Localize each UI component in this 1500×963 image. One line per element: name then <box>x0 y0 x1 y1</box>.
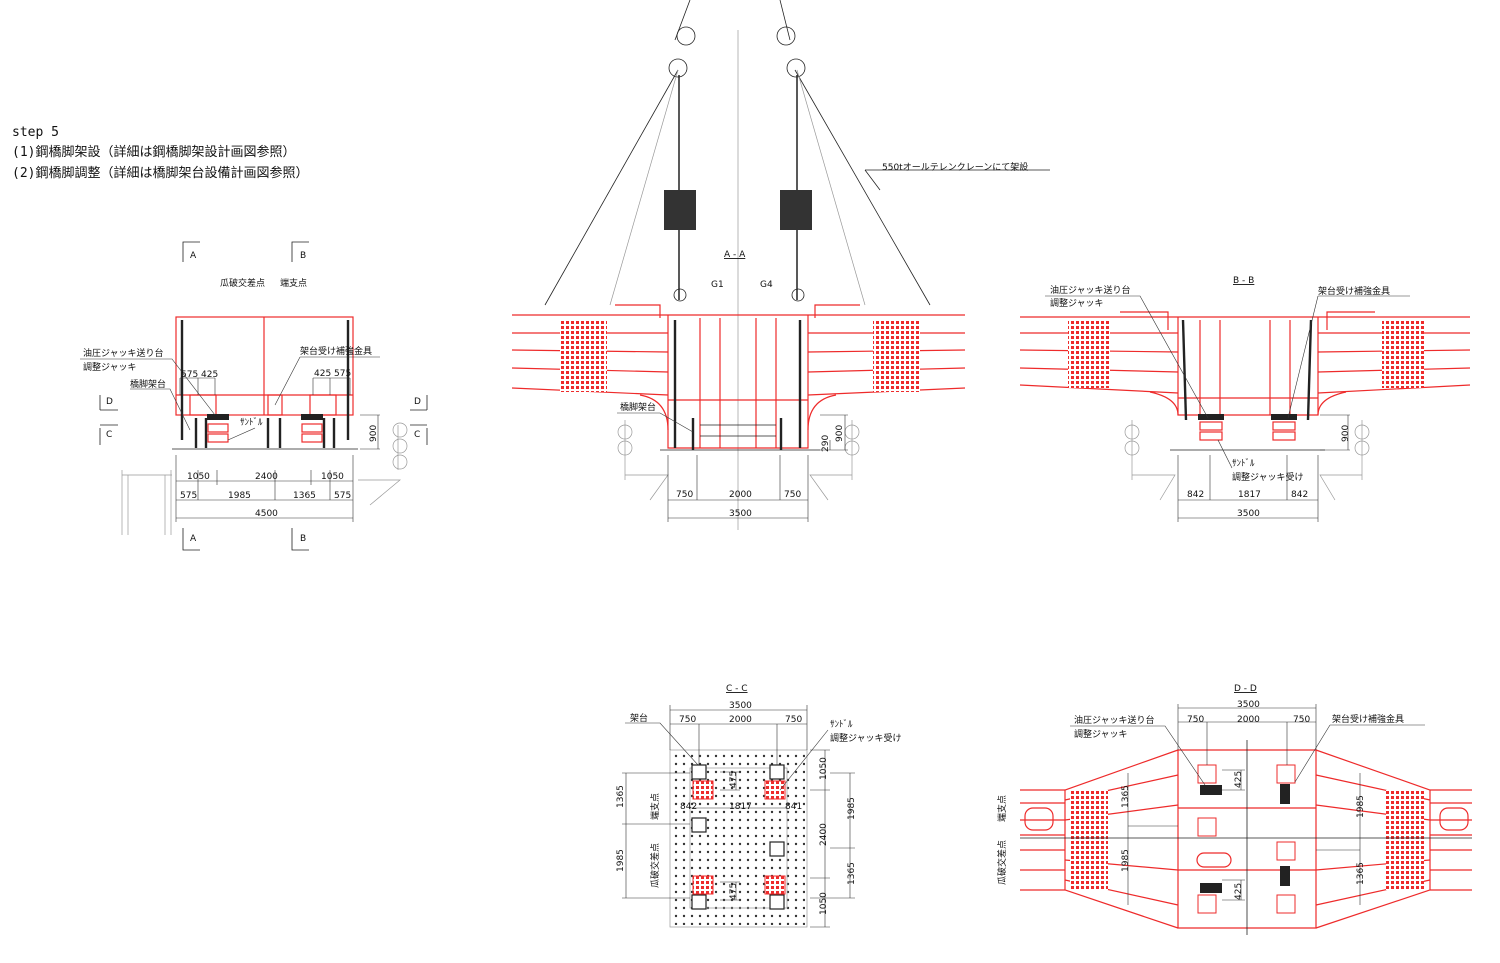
dim-2400: 2400 <box>255 472 278 482</box>
dim-842-left: 842 <box>1187 490 1204 500</box>
dim-750-left: 750 <box>679 715 696 725</box>
dim-3500: 3500 <box>1237 700 1260 710</box>
section-marker-b: B <box>300 251 306 261</box>
step-item-2: (2)鋼橋脚調整（詳細は橋脚架台設備計画図参照） <box>12 165 308 181</box>
dim-425-bottom: 425 <box>1234 883 1244 900</box>
dim-842-right: 842 <box>1291 490 1308 500</box>
dim-2400: 2400 <box>819 823 829 846</box>
crane-note: 550tオールテレンクレーンにて架設 <box>882 161 1028 173</box>
dim-1985-left: 1985 <box>1121 849 1131 872</box>
section-marker-d-right: D <box>414 397 421 407</box>
section-dd-title: D - D <box>1234 684 1257 694</box>
dim-1817: 1817 <box>1238 490 1261 500</box>
reinforce-label: 架台受け補強金具 <box>1332 713 1404 725</box>
section-marker-b-bottom: B <box>300 534 306 544</box>
dim-3500: 3500 <box>729 509 752 519</box>
tanshiten-label: 端支点 <box>996 795 1008 822</box>
dim-575-left: 575 <box>181 370 198 380</box>
adjust-jack-label: 調整ジャッキ <box>1050 297 1104 309</box>
dim-3500: 3500 <box>1237 509 1260 519</box>
jack-feed-label: 油圧ジャッキ送り台 <box>83 347 164 359</box>
dim-900: 900 <box>369 425 379 442</box>
section-c-c: C - C 架台 ｻﾝﾄﾞﾙ 調整ジャッキ受け 3500 750 2000 75… <box>616 684 902 928</box>
jack-feed-label: 油圧ジャッキ送り台 <box>1050 284 1131 296</box>
jack-receiver-label: 調整ジャッキ受け <box>830 732 902 744</box>
pier-stand-label: 橋脚架台 <box>620 401 656 413</box>
dim-2000: 2000 <box>1237 715 1260 725</box>
dim-2000: 2000 <box>729 490 752 500</box>
dim-425-right: 425 <box>314 369 331 379</box>
section-bb-title: B - B <box>1233 276 1254 286</box>
dim-1817: 1817 <box>729 802 752 812</box>
dim-425-top: 425 <box>1234 771 1244 788</box>
step-label: step 5 <box>12 125 59 140</box>
dim-425-left: 425 <box>201 370 218 380</box>
dim-750-right: 750 <box>1293 715 1310 725</box>
dim-575-a: 575 <box>180 491 197 501</box>
plan-view: A B A B D D C C 瓜破交差点 端支点 油圧ジャッキ送り台 調整ジャ… <box>80 241 428 551</box>
dim-750-right: 750 <box>785 715 802 725</box>
jack-receiver-label: 調整ジャッキ受け <box>1232 471 1304 483</box>
dim-1050-bottom: 1050 <box>819 892 829 915</box>
dim-750-left: 750 <box>1187 715 1204 725</box>
step-item-1: (1)鋼橋脚架設（詳細は鋼橋脚架設計画図参照） <box>12 144 295 160</box>
dim-4500: 4500 <box>255 509 278 519</box>
dim-290: 290 <box>821 435 831 452</box>
stand-label: 架台 <box>630 712 648 724</box>
dim-475-top: 475 <box>729 771 739 788</box>
dim-1365-right: 1365 <box>847 862 857 885</box>
dim-750-right: 750 <box>784 490 801 500</box>
dim-750-left: 750 <box>676 490 693 500</box>
section-cc-title: C - C <box>726 684 748 694</box>
section-b-b: B - B 油圧ジャッキ送り台 調整ジャッキ 架台受け補強金具 ｻﾝﾄﾞﾙ 調整… <box>1019 276 1471 522</box>
dim-2000: 2000 <box>729 715 752 725</box>
reinforce-label: 架台受け補強金具 <box>1318 285 1390 297</box>
section-marker-c-right: C <box>414 430 420 440</box>
dim-841: 841 <box>785 802 802 812</box>
dim-1365-left: 1365 <box>1121 785 1131 808</box>
section-a-a: 550tオールテレンクレーンにて架設 A - A G1 G4 橋脚架台 900 … <box>511 0 1050 530</box>
dim-900: 900 <box>835 425 845 442</box>
section-d-d: D - D 油圧ジャッキ送り台 調整ジャッキ 架台受け補強金具 3500 750… <box>996 684 1472 935</box>
dim-900: 900 <box>1341 425 1351 442</box>
jack-feed-label: 油圧ジャッキ送り台 <box>1074 714 1155 726</box>
dim-1365: 1365 <box>293 491 316 501</box>
dim-1050-left: 1050 <box>187 472 210 482</box>
tanshiten-label: 端支点 <box>280 277 307 289</box>
uriwari-label: 瓜破交差点 <box>996 840 1008 885</box>
dim-575-b: 575 <box>334 491 351 501</box>
section-marker-d: D <box>106 397 113 407</box>
uriwari-label: 瓜破交差点 <box>649 843 661 888</box>
step-header: step 5 (1)鋼橋脚架設（詳細は鋼橋脚架設計画図参照） (2)鋼橋脚調整（… <box>12 125 308 181</box>
uriwari-label: 瓜破交差点 <box>220 277 265 289</box>
dim-842: 842 <box>680 802 697 812</box>
dim-1985-right: 1985 <box>1356 795 1366 818</box>
reinforce-label: 架台受け補強金具 <box>300 345 372 357</box>
dim-1985-right: 1985 <box>847 797 857 820</box>
girder-g1-label: G1 <box>711 280 724 290</box>
dim-1050-top: 1050 <box>819 757 829 780</box>
adjust-jack-label: 調整ジャッキ <box>83 361 137 373</box>
section-marker-a: A <box>190 251 197 261</box>
pier-stand-label: 橋脚架台 <box>130 378 166 390</box>
dim-575-right: 575 <box>334 369 351 379</box>
dim-1365-right: 1365 <box>1356 862 1366 885</box>
dim-3500: 3500 <box>729 701 752 711</box>
girder-g4-label: G4 <box>760 280 773 290</box>
dim-475-bottom: 475 <box>729 883 739 900</box>
section-marker-a-bottom: A <box>190 534 197 544</box>
sandle-label: ｻﾝﾄﾞﾙ <box>240 417 263 428</box>
section-marker-c: C <box>106 430 112 440</box>
dim-1365-left: 1365 <box>616 785 626 808</box>
adjust-jack-label: 調整ジャッキ <box>1074 728 1128 740</box>
tanshiten-label: 端支点 <box>649 793 661 820</box>
sandle-label: ｻﾝﾄﾞﾙ <box>830 719 853 730</box>
sandle-label: ｻﾝﾄﾞﾙ <box>1232 458 1255 469</box>
dim-1050-right: 1050 <box>321 472 344 482</box>
section-aa-title: A - A <box>724 250 746 260</box>
dim-1985: 1985 <box>228 491 251 501</box>
dim-1985-left: 1985 <box>616 849 626 872</box>
